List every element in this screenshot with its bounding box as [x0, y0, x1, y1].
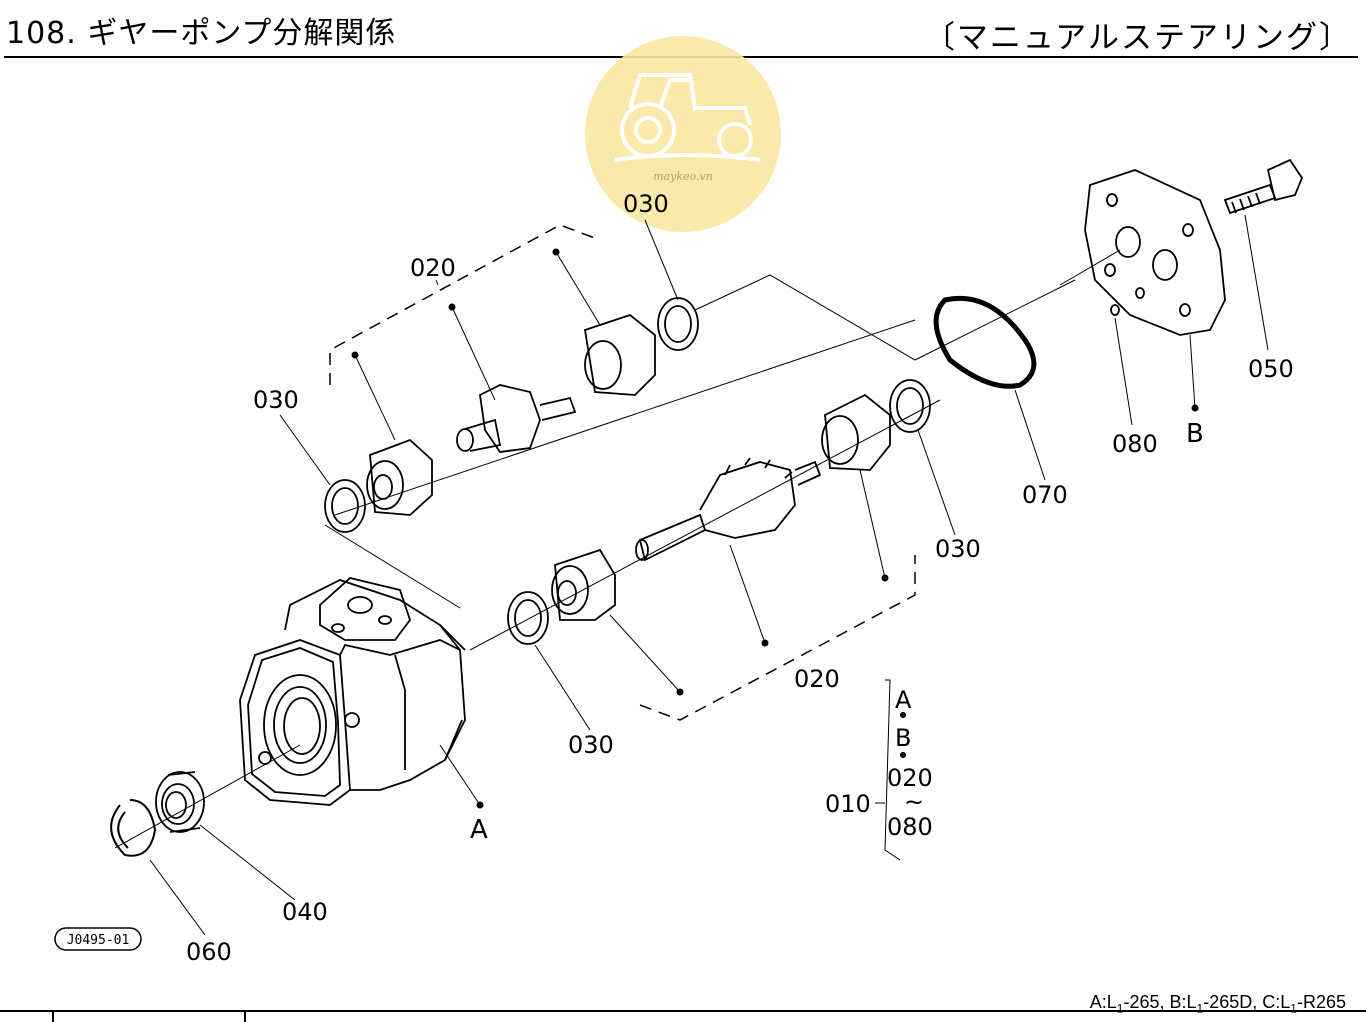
label-060: 060	[186, 938, 232, 966]
ref-label-b: B	[1186, 419, 1204, 449]
label-020-top: 020	[410, 254, 456, 282]
model-a: -265,	[1123, 992, 1170, 1012]
label-030-bottom: 030	[568, 731, 614, 759]
circlip-060	[110, 799, 157, 857]
model-applicability-note: A:L1-265, B:L1-265D, C:L1-R265	[1090, 992, 1346, 1016]
seal-ring-030-mid	[889, 379, 931, 433]
footer-tick	[244, 1010, 246, 1022]
leader-lines	[149, 214, 1269, 936]
assembly-key-a: A	[895, 686, 912, 714]
seal-ring-030-bottom	[507, 591, 549, 645]
model-a-sub: 1	[1116, 1001, 1124, 1016]
model-b: -265D,	[1203, 992, 1263, 1012]
bearing-lower-front	[551, 548, 616, 621]
bearing-lower-rear	[821, 393, 891, 471]
label-030-left: 030	[253, 386, 299, 414]
label-020-bottom: 020	[794, 665, 840, 693]
ref-label-a: A	[470, 815, 488, 845]
drive-gear-shaft	[635, 457, 822, 562]
assembly-key-parent: 010	[825, 790, 871, 818]
o-ring-070	[933, 295, 1037, 389]
page-title: 108. ギヤーポンプ分解関係	[6, 16, 397, 51]
label-050: 050	[1248, 355, 1294, 383]
guide-lines	[114, 249, 1121, 849]
bearing-upper-rear	[583, 313, 656, 396]
label-040: 040	[282, 898, 328, 926]
oil-seal-040	[155, 771, 205, 833]
reference-dots	[351, 248, 1199, 809]
page-subtitle: 〔マニュアルステアリング〕	[923, 20, 1352, 56]
bearing-upper-front	[366, 438, 433, 516]
model-b-sub: 1	[1196, 1001, 1204, 1016]
bracket-lower-020	[639, 555, 916, 721]
drawing-code: J0495-01	[67, 933, 130, 948]
assembly-key-range-start: 020	[887, 764, 933, 792]
watermark-logo: maykeo.vn	[585, 36, 781, 232]
assembly-key: A B 020 ~ 080 010	[825, 686, 933, 841]
label-030-mid: 030	[935, 535, 981, 563]
pump-body	[239, 577, 466, 806]
label-030-top: 030	[623, 190, 669, 218]
label-070: 070	[1022, 481, 1068, 509]
bolt-050	[1223, 158, 1304, 215]
label-080: 080	[1112, 430, 1158, 458]
cover-plate-b	[1084, 169, 1226, 336]
watermark-text: maykeo.vn	[653, 170, 713, 183]
assembly-key-b: B	[895, 724, 911, 752]
model-c: -R265	[1296, 992, 1346, 1012]
driven-gear-shaft	[456, 384, 577, 453]
assembly-key-range-end: 080	[887, 813, 933, 841]
assembly-key-tilde: ~	[904, 788, 924, 816]
seal-ring-030-top	[657, 297, 699, 351]
model-c-prefix: C:L	[1262, 992, 1291, 1012]
model-c-sub: 1	[1290, 1001, 1297, 1016]
bracket-upper-020	[329, 224, 601, 385]
footer-rule	[0, 1010, 1366, 1012]
seal-ring-030-left	[324, 479, 366, 533]
footer-tick	[52, 1010, 54, 1022]
drawing-code-badge: J0495-01	[54, 927, 142, 951]
model-a-prefix: A:L	[1089, 992, 1117, 1012]
model-b-prefix: B:L	[1169, 992, 1197, 1012]
